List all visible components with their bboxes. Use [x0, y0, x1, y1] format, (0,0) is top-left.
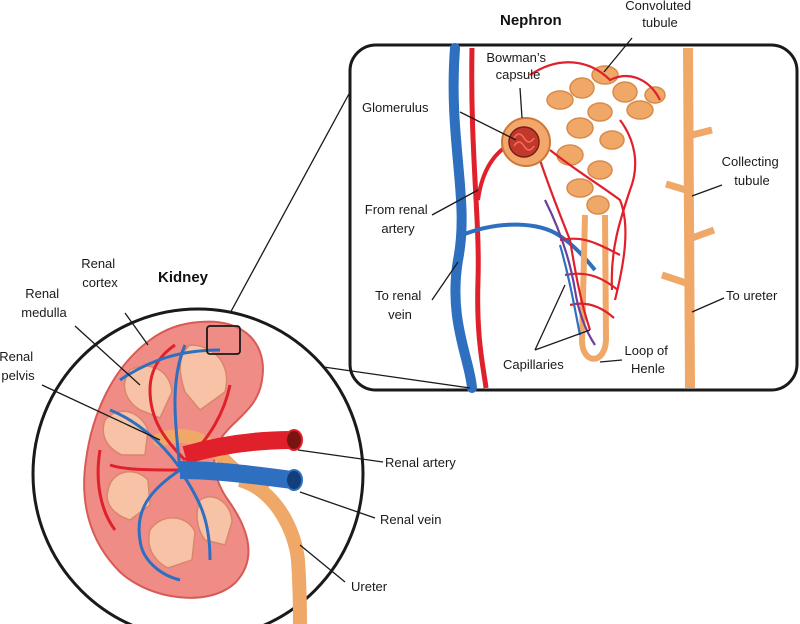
- label-convoluted-tubule: Convoluted tubule: [625, 0, 694, 30]
- label-to-renal-vein: To renal vein: [375, 288, 425, 322]
- renal-vein: [179, 461, 294, 489]
- leader-renal-artery: [297, 449, 384, 463]
- leader-convoluted: [603, 37, 633, 73]
- leader-to-ureter: [691, 297, 725, 313]
- convoluted-tubule: [546, 65, 666, 215]
- zoom-box: [206, 325, 241, 355]
- label-collecting-tubule: Collecting tubule: [722, 154, 783, 188]
- label-renal-cortex: Renal cortex: [81, 256, 119, 290]
- label-bowmans-capsule: Bowman’s capsule: [486, 50, 549, 82]
- label-glomerulus: Glomerulus: [362, 100, 429, 115]
- leader-ureter: [299, 544, 346, 583]
- leader-glomerulus: [459, 111, 517, 141]
- zoom-line-top: [221, 91, 351, 329]
- renal-vein-opening: [285, 469, 303, 491]
- leader-pelvis: [41, 384, 161, 441]
- glomerulus: [508, 126, 540, 158]
- capillary-network: [529, 61, 661, 346]
- leader-to-vein: [431, 261, 459, 301]
- kidney-vessel-branches: [96, 343, 232, 582]
- ureter: [237, 473, 307, 624]
- label-to-ureter: To ureter: [726, 288, 778, 303]
- label-ureter: Ureter: [351, 579, 388, 594]
- nephron-title: Nephron: [500, 12, 562, 29]
- collecting-branch-4: [660, 271, 688, 287]
- renal-artery-opening: [285, 429, 303, 451]
- label-capillaries: Capillaries: [503, 357, 564, 372]
- leader-collecting: [691, 184, 723, 197]
- collecting-branch-2: [664, 180, 688, 194]
- kidney-title: Kidney: [158, 269, 209, 286]
- collecting-branch-3: [690, 226, 716, 242]
- nephron-frame: [348, 43, 799, 392]
- nephron-panel: Nephron Convoluted tubule Bowman’s capsu…: [348, 0, 799, 393]
- leader-from-artery: [431, 189, 479, 216]
- kidney-panel: Kidney Renal cortex Renal medulla Renal …: [0, 256, 456, 624]
- collecting-tubule: [683, 47, 695, 389]
- label-loop-of-henle: Loop of Henle: [625, 343, 672, 376]
- label-renal-artery: Renal artery: [385, 455, 456, 470]
- nephron-renal-artery: [469, 47, 489, 389]
- label-renal-pelvis: Renal pelvis: [0, 349, 37, 383]
- leader-cortex: [124, 312, 149, 346]
- renal-medulla-pyramids: [102, 344, 233, 569]
- label-from-renal-artery: From renal artery: [365, 202, 431, 236]
- label-renal-medulla: Renal medulla: [21, 286, 67, 320]
- leader-henle: [599, 359, 623, 363]
- glomerulus-coils: [513, 133, 535, 151]
- loop-of-henle: [578, 214, 610, 362]
- leader-medulla: [74, 325, 141, 386]
- collecting-branch-1: [691, 126, 713, 139]
- leader-renal-vein: [299, 491, 376, 519]
- leader-bowmans: [519, 87, 523, 119]
- leader-capillaries-2: [534, 329, 591, 351]
- renal-artery: [182, 431, 293, 464]
- nephron-renal-vein: [448, 43, 477, 393]
- label-renal-vein: Renal vein: [380, 512, 441, 527]
- leader-capillaries-1: [534, 284, 566, 351]
